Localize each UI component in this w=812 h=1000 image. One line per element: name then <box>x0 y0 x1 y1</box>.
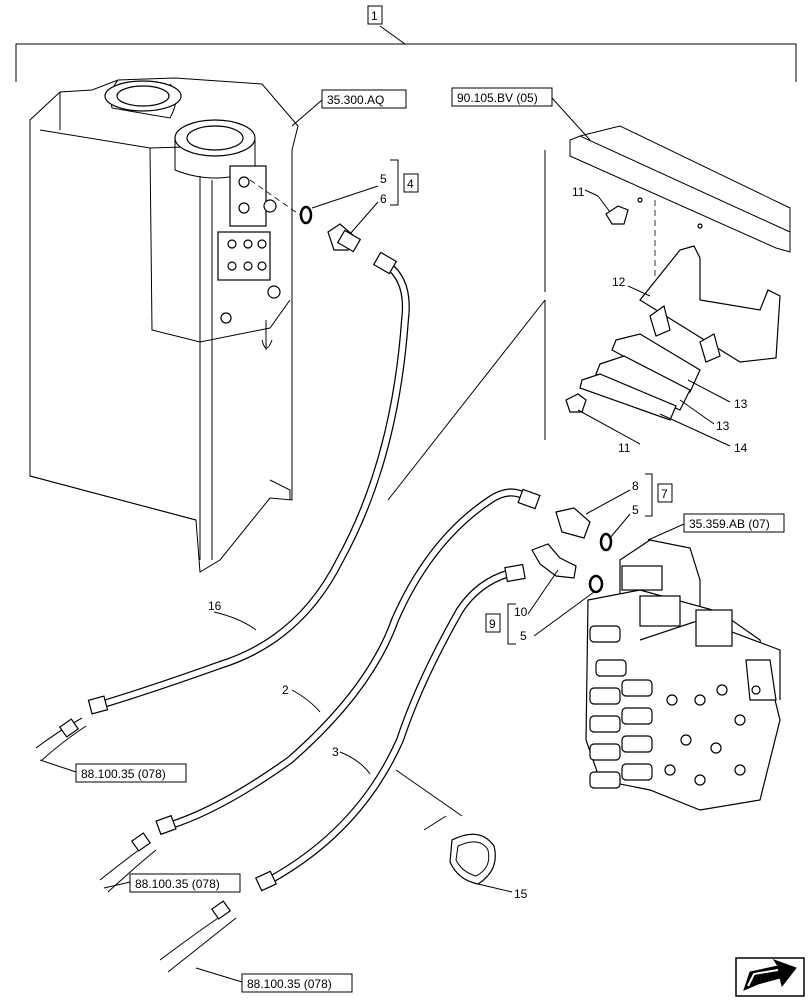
ref-frame-label: 90.105.BV (05) <box>457 91 538 105</box>
ref-hose-end-2: 88.100.35 (078) <box>103 873 241 893</box>
callout-oring-valve-2: 5 <box>520 629 527 643</box>
callout-bolt-top: 11 <box>572 185 585 199</box>
control-valve: 35.359.AB (07) <box>585 513 785 811</box>
seal-ring: 15 <box>449 833 528 901</box>
callout-oring-tank: 5 <box>380 172 387 186</box>
callout-hose-3: 3 <box>332 745 339 759</box>
ref-tank: 35.300.AQ <box>291 89 407 127</box>
callout-hose-2: 2 <box>282 683 289 697</box>
callout-elbow: 10 <box>514 605 528 619</box>
hydraulic-tank <box>29 77 299 573</box>
tank-fitting: 5 6 4 <box>249 159 419 253</box>
ref-hose-end-1: 88.100.35 (078) <box>39 759 187 783</box>
callout-adapter-valve: 8 <box>632 479 639 493</box>
callout-adapter-tank: 6 <box>380 192 387 206</box>
ref-hose-end-3-label: 88.100.35 (078) <box>247 977 332 991</box>
callout-clamp-upper: 13 <box>734 397 748 411</box>
ref-tank-label: 35.300.AQ <box>327 93 384 107</box>
valve-spools <box>589 625 761 789</box>
callout-bolt-bottom: 11 <box>618 441 631 455</box>
ref-hose-end-1-label: 88.100.35 (078) <box>81 767 166 781</box>
frame-detail: 90.105.BV (05) 11 12 13 13 14 11 <box>451 87 791 455</box>
hose-2: 2 <box>99 488 541 893</box>
callout-seal-ring: 15 <box>514 887 528 901</box>
valve-fittings: 8 5 7 10 5 9 <box>485 473 673 645</box>
oring-valve-2 <box>588 574 604 594</box>
callout-oring-valve-1: 5 <box>632 503 639 517</box>
kit-9-label: 9 <box>489 617 496 631</box>
callout-hose-tank: 16 <box>208 599 222 613</box>
oring-tank <box>299 205 313 225</box>
oring-valve-1 <box>599 532 613 552</box>
group-bracket: 1 <box>15 5 797 82</box>
hose-16: 16 <box>35 251 410 761</box>
group-box-label: 1 <box>371 9 378 23</box>
hose-3: 3 <box>159 563 526 973</box>
ref-hose-end-2-label: 88.100.35 (078) <box>135 877 220 891</box>
callout-clamp-lower: 13 <box>716 419 730 433</box>
ref-hose-end-3: 88.100.35 (078) <box>195 967 353 993</box>
kit-7-label: 7 <box>661 487 668 501</box>
ref-valve-label: 35.359.AB (07) <box>689 517 770 531</box>
divider-line <box>387 150 546 501</box>
callout-bracket: 12 <box>612 275 626 289</box>
next-page-arrow-icon[interactable] <box>735 957 805 997</box>
callout-plate: 14 <box>734 441 748 455</box>
kit-4-label: 4 <box>407 177 414 191</box>
